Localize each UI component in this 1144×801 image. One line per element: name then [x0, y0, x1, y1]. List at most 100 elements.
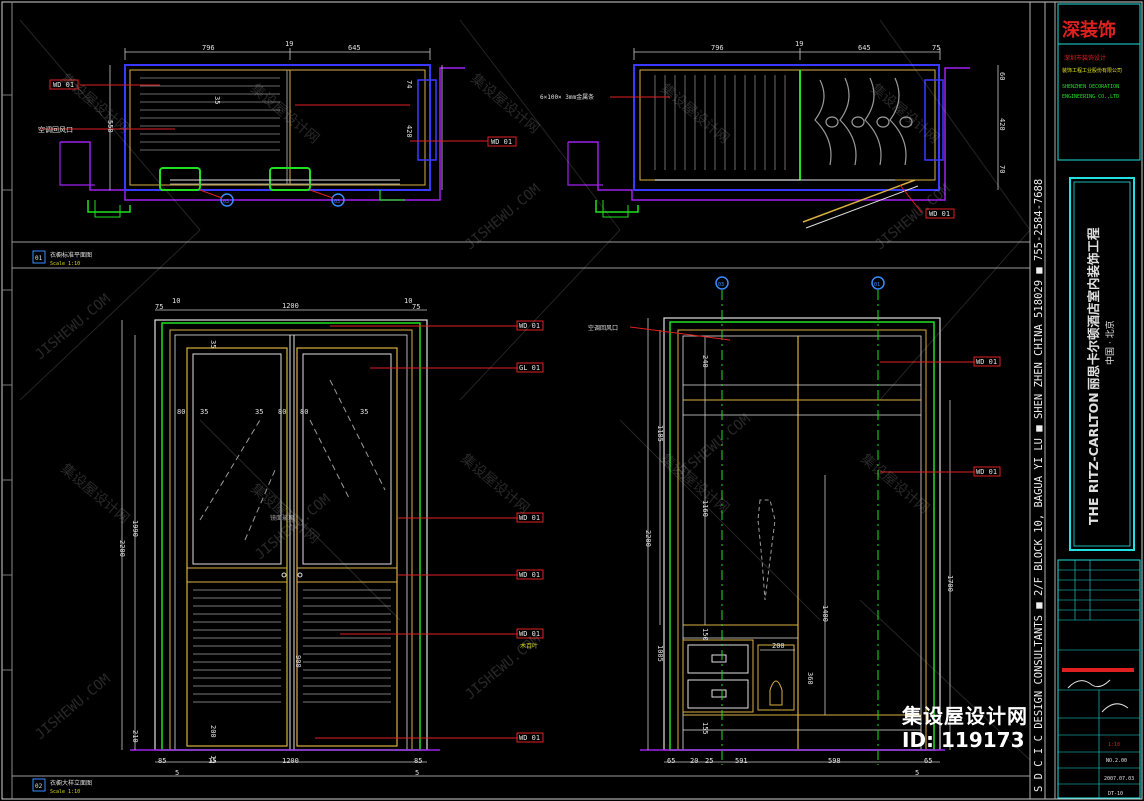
plan-left-dim-inner: 35: [213, 96, 221, 104]
vertical-address-strip: S D C I C DESIGN CONSULTANTS ■ 2/F BLOCK…: [1033, 179, 1045, 792]
plan-left-dim-3: 645: [348, 44, 361, 52]
elev-right-dim-inner-1: 1400: [821, 605, 829, 622]
elev-left-tag-1: WD 01: [519, 322, 540, 330]
plan-right-dim-2: 19: [795, 40, 803, 48]
plan-right-dim-1: 796: [711, 44, 724, 52]
elev-right-dim-inner-3: 360: [806, 672, 814, 685]
elev-left-dim-top-1: 10: [172, 297, 180, 305]
plan-right-label-panel: 6×100× 3mm金属条: [540, 93, 594, 101]
caption-plan-scale: Scale 1:10: [50, 261, 80, 267]
drawing-date: 2007.07.03: [1104, 776, 1134, 782]
caption-plan-no: 01: [35, 255, 43, 262]
elev-right-dim-bot-6: 65: [924, 757, 932, 765]
caption-plan: 01 衣橱标准平面图 Scale 1:10: [32, 250, 92, 267]
elev-right-tag-2: WD 01: [976, 468, 997, 476]
watermark-site-label: 集设屋设计网: [902, 704, 1028, 728]
plan-right-dim-right-1: 60: [998, 72, 1006, 80]
drawing-sheet-no: DT-10: [1108, 791, 1123, 797]
caption-elevation: 02 衣橱大样立面图 Scale 1:10: [32, 778, 92, 795]
plan-left-tag-2: WD 01: [491, 138, 512, 146]
elev-left-dim-inner-1: 80: [177, 408, 185, 416]
drawing-scale: 1:10: [1108, 742, 1120, 748]
caption-elev-scale: Scale 1:10: [50, 789, 80, 795]
caption-elev-title: 衣橱大样立面图: [50, 779, 92, 787]
elev-left-dim-bot-5: 5: [175, 769, 179, 777]
plan-left-label-ac: 空调回风口: [38, 125, 73, 134]
watermark-site-8: 集设屋设计网: [457, 450, 532, 517]
plan-left-dim-1: 796: [202, 44, 215, 52]
elev-left-dim-bot-6: 5: [415, 769, 419, 777]
elev-left-mirror-label: 镜面玻璃: [270, 514, 294, 522]
watermark-id-label: ID: 119173: [902, 728, 1025, 752]
elev-left-dim-inner-10: 15: [209, 755, 217, 763]
watermark-site-2: 集设屋设计网: [247, 80, 322, 147]
elev-left-dim-left-2: 1990: [131, 520, 139, 537]
plan-left-dim-right-1: 74: [405, 80, 413, 88]
elev-left-dim-inner-5: 35: [360, 408, 368, 416]
company-line-2: 装饰工程工业股份有限公司: [1062, 67, 1122, 74]
elev-left-dim-top-5: 75: [155, 303, 163, 311]
elevation-left-labels: 10 1200 10 75 75 85 1200 85 15 5 5 2200 …: [118, 297, 544, 777]
project-name-en: THE RITZ-CARLTON: [1086, 392, 1101, 525]
elev-left-dim-left-3: 210: [131, 730, 139, 743]
elev-left-dim-top-4: 75: [412, 303, 420, 311]
elev-left-dim-inner-8: 200: [209, 725, 217, 738]
company-line-3: SHENZHEN DECORATION: [1062, 84, 1119, 90]
project-location: 中国 · 北京: [1104, 320, 1116, 365]
elev-right-dim-left-6: 150: [701, 628, 709, 641]
elev-right-grid-2: 01: [874, 282, 880, 288]
plan-left-grid-2: 03: [334, 199, 340, 205]
elev-right-dim-left-3: 1160: [701, 500, 709, 517]
company-line-4: ENGINEERING CO.,LTD: [1062, 94, 1119, 100]
watermark-site-5: 集设屋设计网: [867, 80, 942, 147]
elev-left-dim-left-1: 2200: [118, 540, 126, 557]
elev-right-dim-left-1: 2200: [644, 530, 652, 547]
elev-left-tag-6: WD 01: [519, 734, 540, 742]
plan-right-dim-4: 75: [932, 44, 940, 52]
elev-right-dim-bot-3: 25: [705, 757, 713, 765]
project-name-cn: 丽思卡尔顿酒店室内装饰工程: [1086, 227, 1101, 390]
plan-left-dim-right-2: 420: [405, 125, 413, 138]
plan-right-dim-3: 645: [858, 44, 871, 52]
elev-right-grid-1: 03: [718, 282, 724, 288]
plan-right-dim-right-2: 420: [998, 118, 1006, 131]
elev-left-wood-label: 木百叶: [520, 642, 538, 650]
elev-left-tag-5: WD 01: [519, 630, 540, 638]
caption-plan-title: 衣橱标准平面图: [50, 251, 92, 259]
caption-elev-no: 02: [35, 783, 43, 790]
elev-left-dim-top-3: 10: [404, 297, 412, 305]
elev-left-dim-top-2: 1200: [282, 302, 299, 310]
watermark-site-3: 集设屋设计网: [467, 70, 542, 137]
elevation-left: [121, 309, 518, 763]
plan-right: [567, 48, 999, 229]
elev-left-dim-inner-4: 35: [255, 408, 263, 416]
watermark-site-10: 集设屋设计网: [857, 450, 932, 517]
elev-right-dim-bot-2: 20: [690, 757, 698, 765]
elev-right-label-ac: 空调回风口: [588, 324, 618, 332]
elev-left-tag-4: WD 01: [519, 571, 540, 579]
company-logo: 深装饰: [1062, 19, 1116, 41]
watermark-url-1: JISHEWU.COM: [32, 291, 113, 363]
plan-left-grid-1: 03: [223, 199, 229, 205]
plan-left-dim-left: 550: [106, 120, 114, 133]
elev-right-dim-left-7: 155: [701, 722, 709, 735]
watermark-lines: [19, 19, 1031, 761]
elev-right-dim-inner-2: 200: [772, 642, 785, 650]
watermark-site-6: 集设屋设计网: [57, 460, 132, 527]
elev-right-dim-bot-5: 598: [828, 757, 841, 765]
elev-right-dim-bot-4: 591: [735, 757, 748, 765]
title-block: 深装饰 深圳市装饰设计 装饰工程工业股份有限公司 SHENZHEN DECORA…: [1057, 3, 1141, 799]
elev-left-dim-inner-3: 80: [278, 408, 286, 416]
company-line-1: 深圳市装饰设计: [1064, 54, 1106, 62]
plan-left-dim-2: 19: [285, 40, 293, 48]
plan-right-labels: 796 19 645 75 60 420 70 6×100× 3mm金属条 WD…: [540, 40, 1006, 219]
elev-left-dim-bot-2: 1200: [282, 757, 299, 765]
plan-left: [40, 48, 465, 218]
plan-right-dim-right-3: 70: [998, 165, 1006, 173]
elev-left-dim-bot-3: 85: [414, 757, 422, 765]
elev-right-dim-left-5: 240: [701, 355, 709, 368]
watermark-id-box: 集设屋设计网 ID: 119173: [880, 700, 1070, 760]
elevation-right: [629, 276, 975, 765]
